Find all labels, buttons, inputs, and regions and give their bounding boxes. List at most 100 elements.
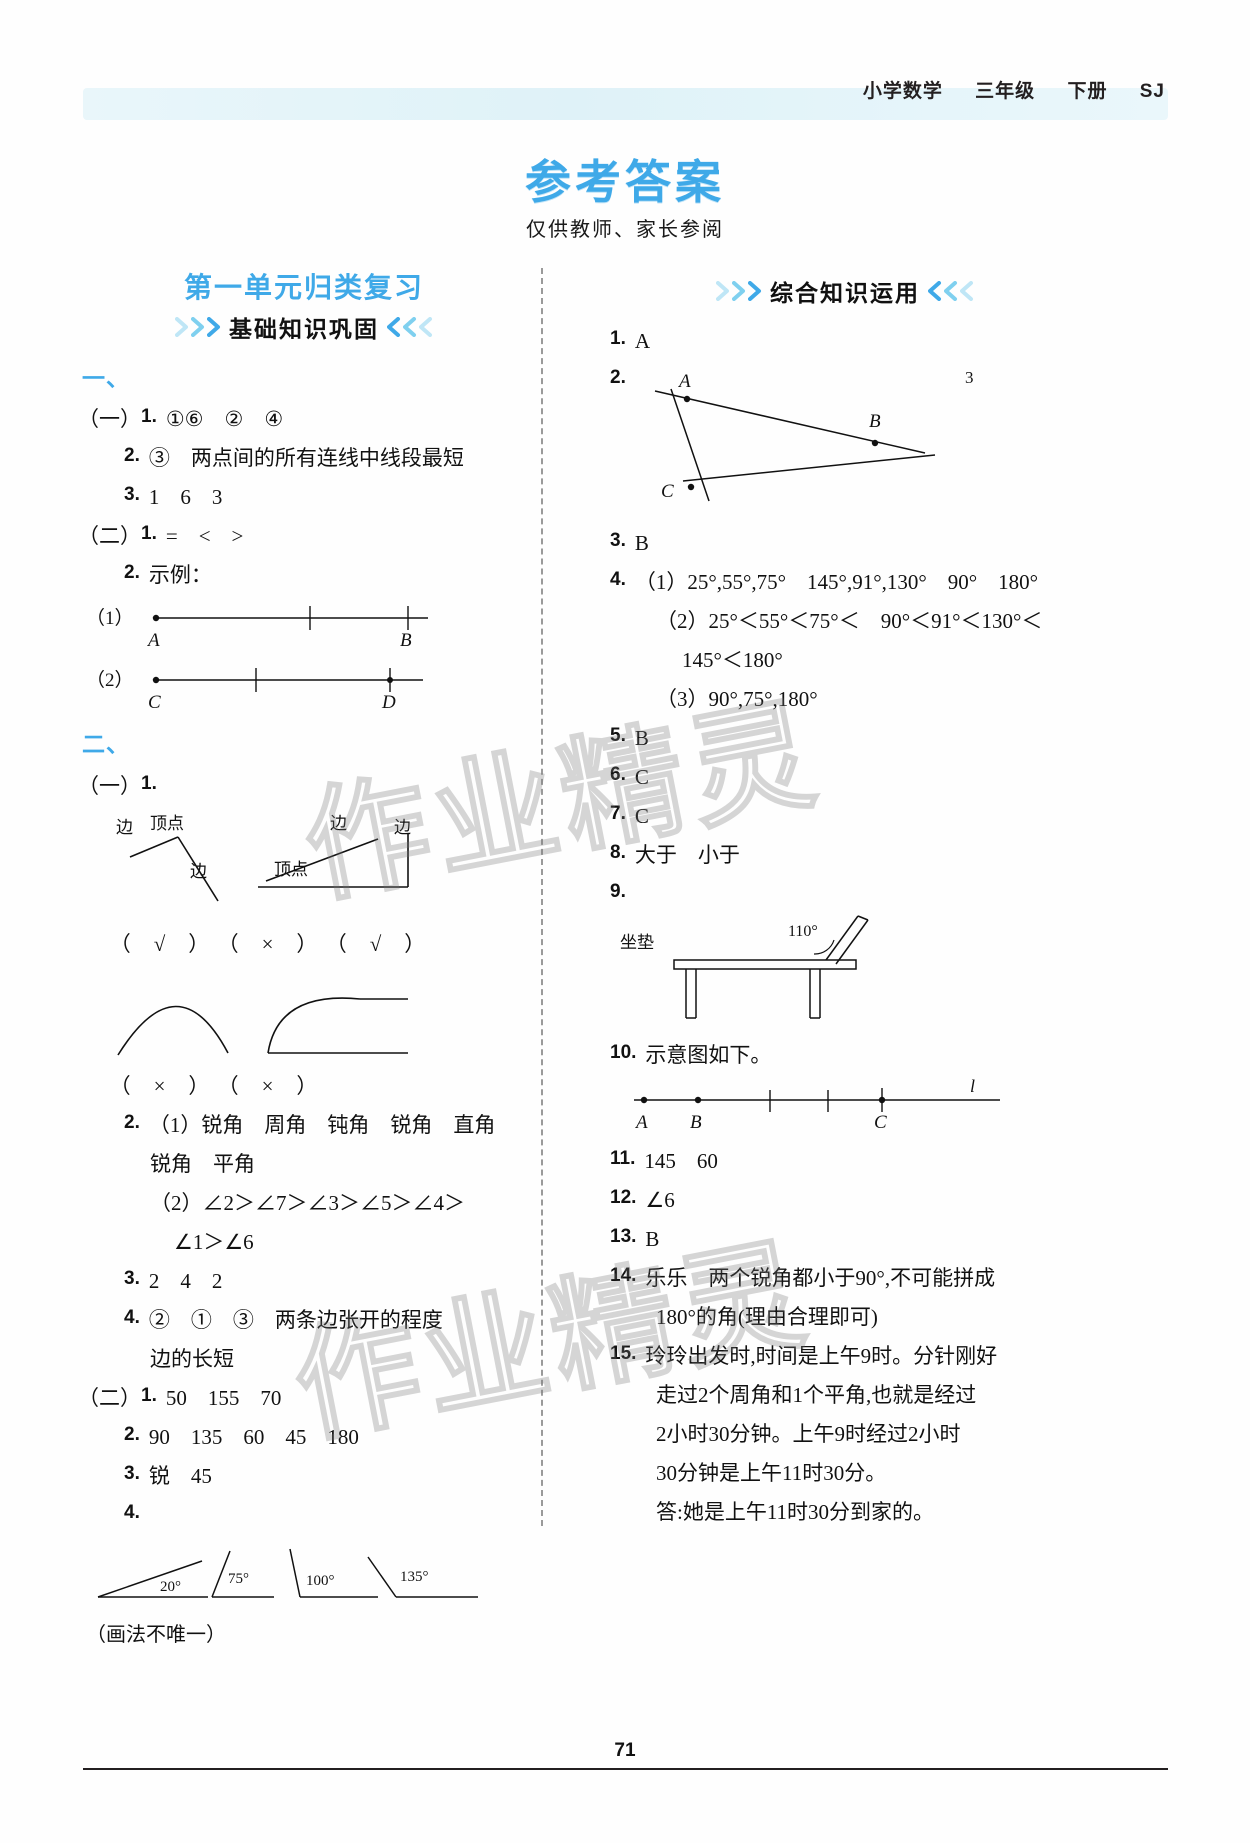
check-cell: （ √ ） bbox=[325, 931, 427, 956]
section-header-basic: 基础知识巩固 bbox=[78, 310, 530, 344]
figure-point-b: B bbox=[690, 1112, 702, 1133]
question-number: 4. bbox=[610, 569, 626, 591]
question-number: 2. bbox=[124, 445, 140, 467]
label-side: 边 bbox=[330, 814, 347, 833]
figure-chair: 坐垫 110° bbox=[610, 914, 1080, 1032]
answer-row: 4. ② ① ③ 两条边张开的程度 bbox=[124, 1303, 530, 1337]
answer-row: 锐角 平角 bbox=[150, 1147, 530, 1181]
label-seat: 坐垫 bbox=[620, 933, 654, 952]
figure-triangle-rays: 3 A B C bbox=[635, 363, 1080, 521]
answer-row: （2）∠2＞∠7＞∠3＞∠5＞∠4＞ bbox=[150, 1186, 530, 1220]
question-number: 15. bbox=[610, 1343, 637, 1365]
figure-angle-shapes-row1: 边 顶点 边 边 顶点 边 bbox=[78, 809, 530, 921]
answer-row: 10. 示意图如下。 bbox=[610, 1038, 1080, 1072]
footer-rule bbox=[83, 1768, 1168, 1770]
answer-text: 90 135 60 45 180 bbox=[148, 1424, 359, 1449]
answer-text: B bbox=[645, 1226, 660, 1251]
header-volume: 下册 bbox=[1067, 81, 1108, 102]
check-cell: （ × ） bbox=[217, 1073, 319, 1098]
answer-row: 3. 2 4 2 bbox=[124, 1264, 530, 1298]
part-label: （一） bbox=[78, 407, 141, 432]
answer-text: 30分钟是上午11时30分。 bbox=[656, 1461, 887, 1486]
check-cell: （ × ） bbox=[109, 1073, 211, 1098]
answer-row: 15. 玲玲出发时,时间是上午9时。分针刚好 bbox=[610, 1339, 1080, 1373]
answer-row: 走过2个周角和1个平角,也就是经过 bbox=[656, 1378, 1080, 1412]
label-side: 边 bbox=[394, 818, 411, 837]
answer-text: 玲玲出发时,时间是上午9时。分针刚好 bbox=[645, 1344, 998, 1369]
header-grade: 三年级 bbox=[975, 81, 1036, 102]
answer-row: 2. 示例： bbox=[124, 558, 530, 592]
figure-angle-shapes-row2 bbox=[78, 967, 530, 1063]
corner-mark: 3 bbox=[965, 368, 974, 387]
section-label-basic: 基础知识巩固 bbox=[229, 316, 379, 342]
question-number: 3. bbox=[610, 530, 626, 552]
figure-point-a: A bbox=[677, 371, 691, 392]
answer-row: 2. （1）锐角 周角 钝角 锐角 直角 bbox=[124, 1108, 530, 1142]
page-title: 参考答案 bbox=[525, 156, 725, 208]
right-answer-list: 1. A 2. 3 A B C bbox=[610, 324, 1080, 1529]
answer-text: 边的长短 bbox=[150, 1346, 234, 1371]
part-label: （一） bbox=[78, 773, 141, 798]
question-number: 12. bbox=[610, 1186, 637, 1208]
answer-row: ∠1＞∠6 bbox=[174, 1225, 530, 1259]
angle-value: 100° bbox=[306, 1573, 335, 1589]
check-cell: （ × ） bbox=[217, 931, 319, 956]
figure-ray-cd: （2） C D bbox=[78, 660, 530, 716]
drawing-note: （画法不唯一） bbox=[86, 1623, 226, 1646]
answer-text: ② ① ③ 两条边张开的程度 bbox=[148, 1307, 443, 1332]
right-column: 综合知识运用 1. A 2. 3 bbox=[610, 258, 1080, 1534]
answer-row: （一） 1. bbox=[78, 769, 530, 803]
answer-text: = < > bbox=[165, 524, 244, 549]
question-number: 9. bbox=[610, 881, 626, 903]
answer-text: C bbox=[634, 804, 649, 829]
answer-row: 14. 乐乐 两个锐角都小于90°,不可能拼成 bbox=[610, 1261, 1080, 1295]
part-label: （二） bbox=[78, 1385, 141, 1410]
answer-text: ③ 两点间的所有连线中线段最短 bbox=[148, 446, 464, 471]
question-number: 10. bbox=[610, 1041, 637, 1063]
question-number: 13. bbox=[610, 1225, 637, 1247]
left-group-1: 一、 （一） 1. ①⑥ ② ④ 2. ③ 两点间的所有连线中线段最短 3. 1… bbox=[78, 360, 530, 716]
answer-row: 边的长短 bbox=[150, 1342, 530, 1376]
answer-text: 2小时30分钟。上午9时经过2小时 bbox=[656, 1422, 961, 1447]
figure-point-c: C bbox=[148, 692, 161, 713]
answer-text: ∠1＞∠6 bbox=[174, 1229, 254, 1254]
figure-index: （2） bbox=[86, 669, 134, 691]
section-label-comprehensive: 综合知识运用 bbox=[770, 280, 920, 306]
checkmark-row-2: （ × ） （ × ） bbox=[106, 1069, 530, 1103]
figure-point-d: D bbox=[381, 692, 396, 713]
answer-row: （3）90°,75°,180° bbox=[656, 682, 1080, 716]
question-number: 2. bbox=[124, 1111, 140, 1133]
label-side: 边 bbox=[190, 862, 207, 881]
answer-text: 145°＜180° bbox=[682, 648, 783, 673]
label-vertex: 顶点 bbox=[150, 814, 184, 833]
check-cell: （ √ ） bbox=[109, 931, 211, 956]
chevron-left-icon bbox=[387, 317, 433, 337]
question-number: 6. bbox=[610, 764, 626, 786]
label-side: 边 bbox=[116, 818, 133, 837]
figure-index: （1） bbox=[86, 607, 134, 629]
question-number: 8. bbox=[610, 842, 626, 864]
answer-text: 大于 小于 bbox=[634, 843, 740, 868]
figure-ray-ab: （1） A B bbox=[78, 598, 530, 654]
answer-text: 180°的角(理由合理即可) bbox=[656, 1305, 878, 1330]
answer-text: 乐乐 两个锐角都小于90°,不可能拼成 bbox=[645, 1266, 996, 1290]
answer-row: 3. B bbox=[610, 526, 1080, 560]
angle-value: 20° bbox=[160, 1579, 181, 1595]
answer-text: ∠6 bbox=[645, 1187, 675, 1212]
angle-value: 135° bbox=[400, 1569, 429, 1585]
answer-text: 答:她是上午11时30分到家的。 bbox=[656, 1500, 935, 1525]
question-number: 14. bbox=[610, 1265, 637, 1286]
figure-point-a: A bbox=[146, 630, 160, 651]
answer-text: 走过2个周角和1个平角,也就是经过 bbox=[656, 1383, 977, 1408]
header-band bbox=[83, 88, 1168, 120]
header-meta: 小学数学 三年级 下册 SJ bbox=[863, 76, 1165, 103]
checkmark-row-1: （ √ ） （ × ） （ √ ） bbox=[106, 927, 530, 961]
page-number: 71 bbox=[614, 1740, 636, 1761]
answer-row: （二） 1. 50 155 70 bbox=[78, 1381, 530, 1415]
question-number: 2. bbox=[124, 562, 140, 584]
figure-line-label: l bbox=[970, 1076, 975, 1096]
answer-row: 30分钟是上午11时30分。 bbox=[656, 1456, 1080, 1490]
answer-row: 9. bbox=[610, 877, 1080, 908]
answer-row: 145°＜180° bbox=[682, 643, 1080, 677]
answer-text: （3）90°,75°,180° bbox=[656, 687, 818, 712]
